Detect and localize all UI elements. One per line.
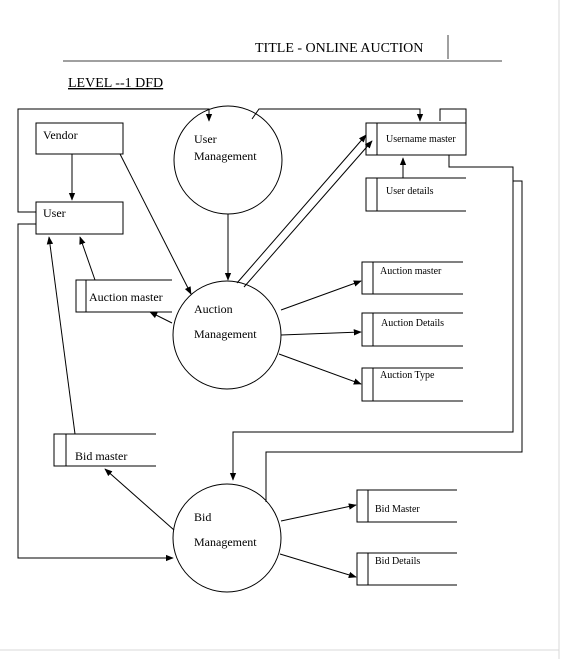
process-bid-management-line1: Bid (194, 510, 211, 524)
store-username-master-label: Username master (386, 134, 456, 145)
store-username-master: Username master (365, 122, 466, 156)
store-auction-master-left-label: Auction master (89, 290, 163, 304)
store-user-details: User details (365, 177, 466, 212)
flow-auction-management-to-auction-type (278, 353, 362, 385)
flow-bid-management-to-bid-master-left (104, 468, 175, 531)
flow-bid-master-to-user (46, 236, 76, 435)
entity-vendor-label: Vendor (43, 128, 78, 142)
flow-auction-management-to-auction-master-right (280, 280, 362, 311)
entity-vendor: Vendor (35, 122, 124, 155)
flow-auction-management-to-username-master-1 (236, 134, 367, 284)
process-auction-management-line2: Management (194, 327, 257, 341)
page-subtitle: LEVEL --1 DFD (68, 76, 163, 91)
store-bid-master-left: Bid master (53, 433, 156, 467)
process-bid-management-line2: Management (194, 535, 257, 549)
entity-user-label: User (43, 206, 66, 220)
store-auction-master-left: Auction master (75, 279, 172, 313)
store-bid-details: Bid Details (356, 552, 457, 586)
flow-bid-management-to-bid-master-right (280, 503, 357, 522)
flow-bid-management-to-bid-details (279, 553, 357, 578)
process-user-management: User Management (173, 105, 283, 215)
process-user-management-line1: User (194, 132, 217, 146)
flow-bid-management-to-auction-feedback (265, 180, 523, 502)
store-bid-master-right: Bid Master (356, 489, 457, 523)
store-bid-master-left-label: Bid master (75, 449, 127, 463)
store-auction-master-right-label: Auction master (380, 266, 442, 277)
flow-auction-management-to-auction-master-left (149, 311, 173, 324)
entity-user: User (35, 201, 124, 235)
flow-auction-management-to-auction-details (280, 329, 362, 336)
store-bid-master-right-label: Bid Master (375, 504, 420, 515)
process-auction-management-line1: Auction (194, 302, 233, 316)
page-title: TITLE - ONLINE AUCTION (255, 41, 423, 56)
flow-username-master-to-bid-management (229, 108, 514, 481)
store-auction-details-label: Auction Details (381, 318, 444, 329)
store-auction-master-right: Auction master (361, 261, 463, 295)
store-bid-details-label: Bid Details (375, 556, 420, 567)
process-bid-management: Bid Management (172, 483, 282, 593)
flow-auction-master-to-user (79, 236, 96, 281)
store-auction-details: Auction Details (361, 312, 463, 347)
flow-user-to-bid-management (17, 223, 174, 562)
process-user-management-line2: Management (194, 149, 257, 163)
flow-user-to-user-management (17, 108, 213, 213)
store-user-details-label: User details (386, 186, 434, 197)
process-auction-management: Auction Management (172, 280, 282, 390)
store-auction-type: Auction Type (361, 367, 463, 402)
flow-auction-management-to-username-master-2 (243, 140, 373, 288)
flow-vendor-to-auction-management (119, 153, 192, 295)
store-auction-type-label: Auction Type (380, 370, 435, 381)
flow-user-management-to-username-master (251, 108, 424, 122)
